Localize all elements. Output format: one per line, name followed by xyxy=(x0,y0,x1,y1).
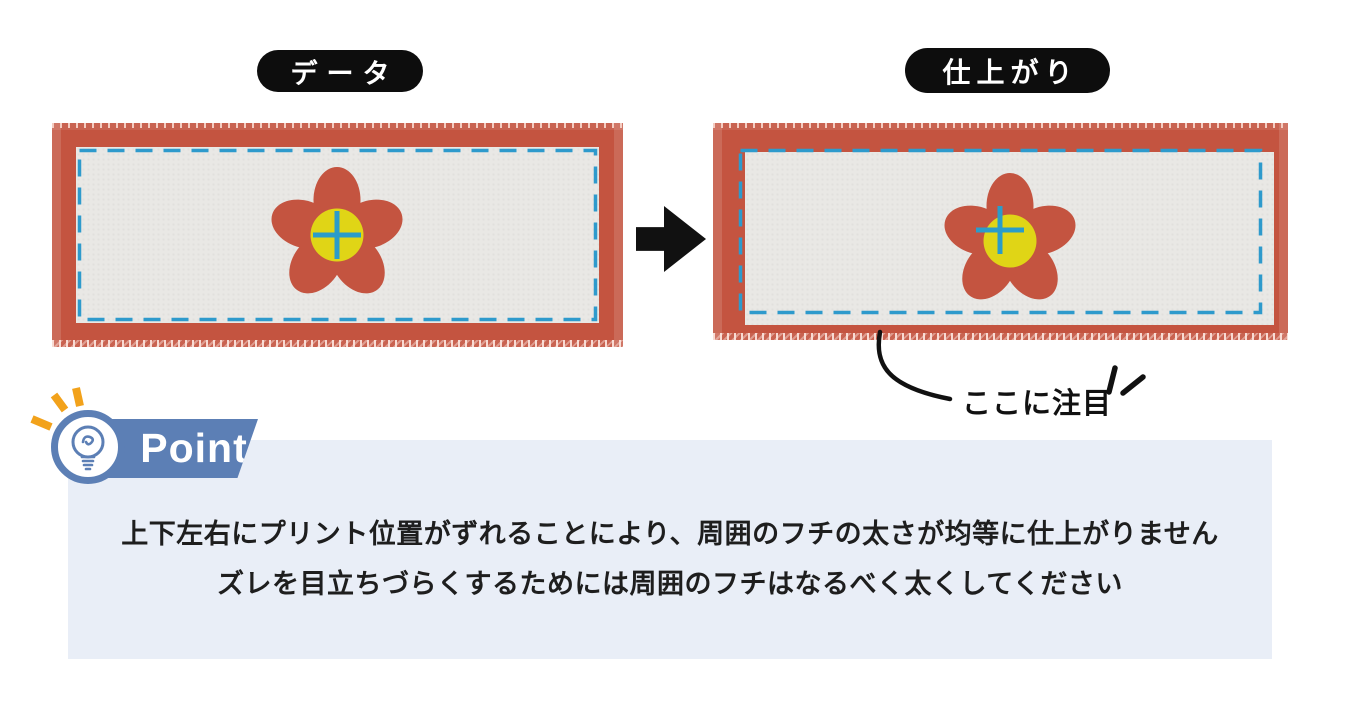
annotation-text: ここに注目 xyxy=(962,388,1113,420)
registration-cross-icon xyxy=(976,206,1024,254)
point-text-line1: 上下左右にプリント位置がずれることにより、周囲のフチの太さが均等に仕上がりません xyxy=(121,519,1219,549)
towel-data-preview xyxy=(52,123,623,347)
data-label-pill: データ xyxy=(257,50,423,92)
sparkle-burst-icon xyxy=(30,387,84,431)
towel-bottom-fringe xyxy=(52,340,623,347)
towel-top-fringe xyxy=(52,123,623,128)
registration-cross-icon xyxy=(313,211,361,259)
emphasis-ticks-icon xyxy=(1106,365,1146,396)
lightbulb-icon xyxy=(71,425,105,471)
finish-line-dashed xyxy=(77,148,598,322)
right-arrow-icon xyxy=(636,206,706,272)
point-text-line2: ズレを目立ちづらくするためには周囲のフチはなるべく太くしてください xyxy=(217,569,1123,599)
lightbulb-badge-circle xyxy=(51,410,125,484)
point-badge: Point xyxy=(100,419,258,478)
towel-top-fringe xyxy=(713,123,1288,128)
data-label-text: データ xyxy=(290,58,399,89)
finish-line-dashed xyxy=(738,148,1263,315)
point-panel: 上下左右にプリント位置がずれることにより、周囲のフチの太さが均等に仕上がりません… xyxy=(68,440,1272,659)
finish-label-text: 仕上がり xyxy=(942,56,1079,88)
point-badge-label: Point xyxy=(140,425,248,471)
towel-finished-preview xyxy=(713,123,1288,340)
annotation-curve xyxy=(876,329,953,402)
towel-bottom-fringe xyxy=(713,333,1288,340)
finish-label-pill: 仕上がり xyxy=(905,48,1110,93)
